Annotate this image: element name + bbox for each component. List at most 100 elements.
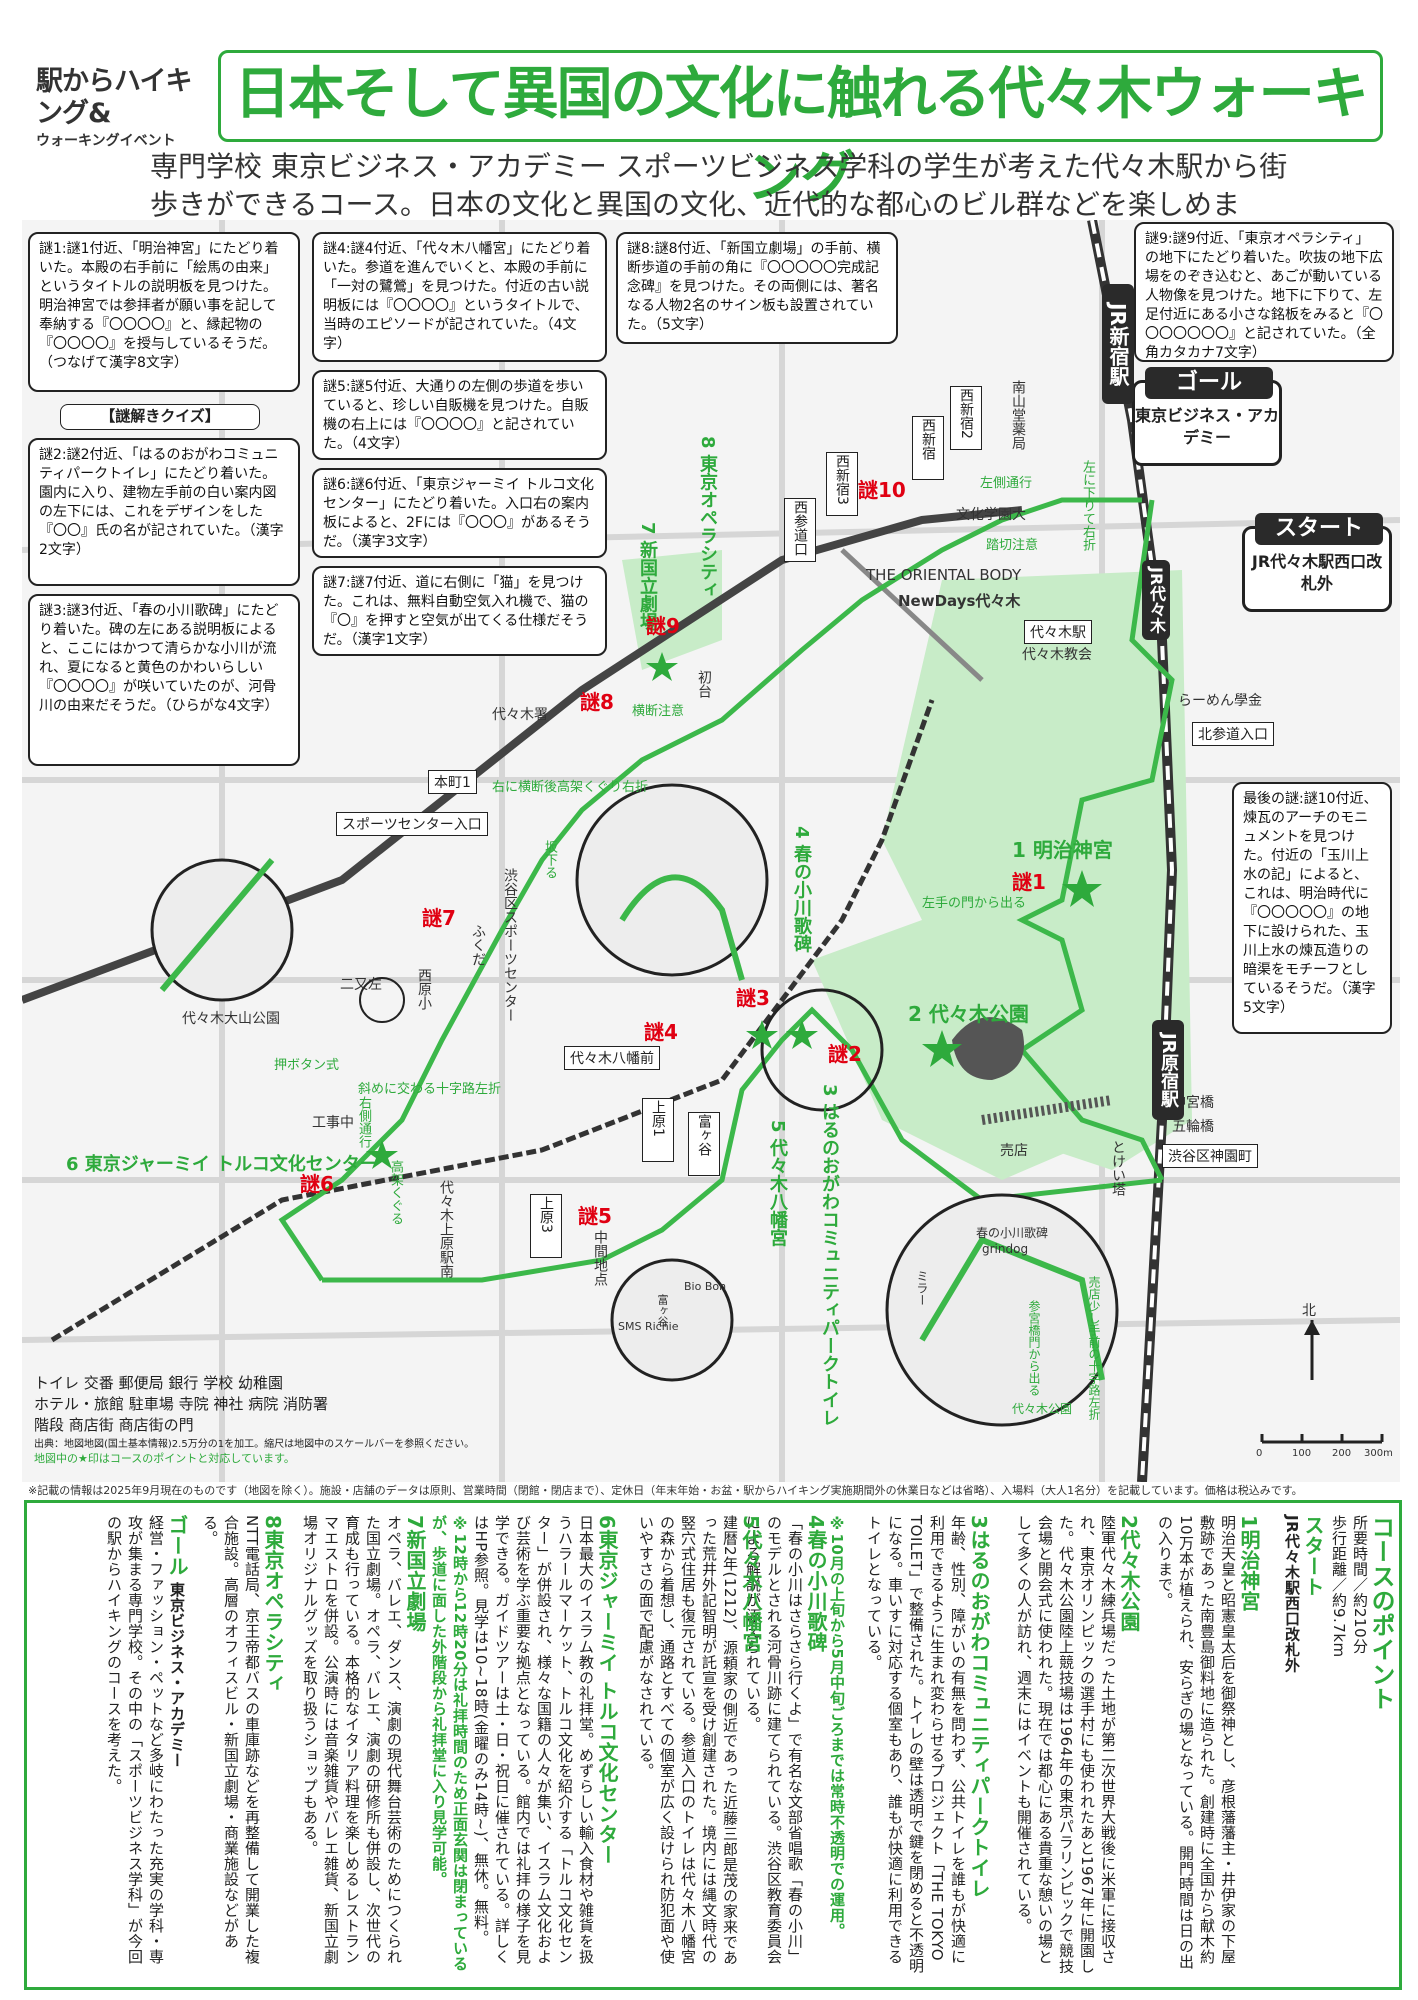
spot-tokyo-camii: 6 東京ジャーミイ トルコ文化センター — [66, 1154, 378, 1175]
odakyu-line — [50, 699, 935, 1343]
place-label: 二又左 — [340, 977, 382, 993]
spot-shin-kokuritsu: 7 新国立劇場 — [637, 522, 658, 631]
hint-box-q7: 謎7:謎7付近、道に右側に「猫」を見つけた。これは、無料自動空気入れ機で、猫の『… — [312, 566, 607, 656]
point-7-num: 7 — [403, 1515, 427, 1530]
footnote: ※記載の情報は2025年9月現在のものです（地図を除く）。施設・店舗のデータは原… — [28, 1484, 1303, 1497]
legend-temple: 寺院 — [178, 1395, 209, 1413]
route-note: 横断注意 — [632, 704, 685, 719]
inset-label: SMS Richie — [618, 1320, 679, 1333]
point-6-name: 東京ジャーミイ トルコ文化センター — [595, 1529, 619, 1865]
goal-tag: ゴール — [1145, 367, 1273, 399]
nazo-5-label: 謎5 — [578, 1204, 612, 1228]
place-label: スポーツセンター入口 — [336, 812, 488, 836]
map-source: 出典：地図地図(国土基本情報)2.5万分の1を加工。縮尺は地図中のスケールバーを… — [34, 1439, 475, 1450]
legend-hospital: 病院 — [248, 1395, 279, 1413]
point-1-num: 1 — [1237, 1515, 1261, 1530]
route-note: 左手の門から出る — [922, 896, 1027, 911]
goal-name: 東京ビジネス・アカデミー — [1135, 406, 1280, 447]
point-5-num: 5 — [739, 1515, 763, 1530]
rail-label-yoyogi: JR代々木 — [1142, 560, 1170, 640]
meiji-jingu-forest — [882, 570, 1192, 1170]
nazo-1-label: 謎1 — [1012, 870, 1046, 894]
legend-school: 学校 — [203, 1374, 234, 1392]
inset-label: 富ヶ谷 — [656, 1294, 669, 1327]
scale-200: 200 — [1332, 1448, 1352, 1459]
goal-heading: ゴール — [165, 1515, 189, 1577]
start-marker: スタート JR代々木駅西口改札外 — [1242, 513, 1392, 612]
rail-label-harajuku: JR原宿駅 — [1152, 1020, 1184, 1120]
place-label: 中間地点 — [592, 1230, 608, 1286]
place-label: 西新宿2 — [950, 386, 982, 450]
nazo-3-label: 謎3 — [736, 986, 770, 1010]
route-note: 右側通行 — [356, 1096, 371, 1148]
walking-route — [278, 497, 1175, 1283]
page-title: 日本そして異国の文化に触れる代々木ウォーキング — [218, 50, 1383, 211]
place-label: 本町1 — [428, 770, 477, 794]
nazo-9-label: 謎9 — [646, 614, 680, 638]
nazo-8-label: 謎8 — [580, 690, 614, 714]
inset-label: Bio Bon — [684, 1280, 727, 1293]
hint-box-q6: 謎6:謎6付近、「東京ジャーミイ トルコ文化センター」にたどり着いた。入口右の案… — [312, 468, 607, 558]
point-1: 1明治神宮 明治天皇と昭憲皇太后を御祭神とし、彦根藩藩主・井伊家の下屋敷跡であっ… — [1147, 1515, 1261, 1975]
legend-kindergarten: 幼稚園 — [237, 1374, 283, 1392]
hint-box-q2: 謎2:謎2付近、「はるのおがわコミュニティパークトイレ」にたどり着いた。園内に入… — [28, 438, 300, 586]
place-label: 西新宿 — [912, 416, 944, 480]
place-label: 上原1 — [642, 1098, 674, 1162]
place-label: らーめん學金 — [1178, 693, 1262, 709]
points-start: スタート JR代々木駅西口改札外 — [1267, 1515, 1325, 1975]
route-note: 押ボタン式 — [274, 1058, 340, 1073]
route-note: 踏切注意 — [986, 538, 1039, 553]
inset-label: 春の小川歌碑 — [976, 1226, 1049, 1240]
place-label: 五輪橋 — [1172, 1119, 1214, 1135]
event-logo: 駅からハイキング& ウォーキングイベント — [36, 66, 216, 149]
legend-gate: 商店街の門 — [118, 1416, 194, 1434]
hints-header: 【謎解きクイズ】 — [60, 404, 260, 430]
course-points: コースのポイント 所要時間／約210分 歩行距離／約9.7km スタート JR代… — [24, 1500, 1402, 1990]
route-note: 左側通行 — [980, 476, 1033, 491]
inset-label: grindog — [982, 1242, 1029, 1256]
route-note: 斜めに交わる十字路左折 — [358, 1082, 502, 1097]
goal-text: 経営・ファッション・ペットなど多岐にわたった充実の学科・専攻が集まる専門学校。そ… — [105, 1515, 165, 1965]
place-label: 代々木大山公園 — [182, 1011, 280, 1027]
route-note: 左に下りて右折 — [1080, 460, 1095, 551]
start-text: JR代々木駅西口改札外 — [1283, 1515, 1301, 1673]
spot-ogawa-toilet: 3 はるのおがわコミュニティパークトイレ — [819, 1084, 840, 1427]
legend-parking: 駐車場 — [128, 1395, 174, 1413]
route-note: 高架くぐる — [388, 1160, 403, 1225]
points-distance: 歩行距離／約9.7km — [1330, 1515, 1348, 1658]
spot-meiji-jingu: 1 明治神宮 — [1012, 838, 1113, 862]
opera-city-area — [622, 550, 722, 670]
inset-label: 売店少し手前の十字路左折 — [1087, 1276, 1101, 1420]
inset-label: ミラー — [915, 1270, 929, 1306]
inset-label: 代々木公園 — [1012, 1402, 1073, 1416]
inset-label: 参宮橋門から出る — [1027, 1300, 1041, 1396]
legend-bank: 銀行 — [168, 1374, 199, 1392]
nazo-4-label: 謎4 — [644, 1020, 678, 1044]
place-label: 初台 — [696, 670, 712, 698]
place-label: NewDays代々木 — [898, 592, 1021, 610]
legend-fire: 消防署 — [282, 1395, 328, 1413]
north-label: 北 — [1302, 1303, 1316, 1319]
spot-haru-no-ogawa: 4 春の小川歌碑 — [791, 826, 812, 953]
point-4-text: 「春の小川はさらさら行くよ」で有名な文部省唱歌「春の小川」のモデルとされる河骨川… — [744, 1515, 804, 1965]
points-time: 所要時間／約210分 — [1351, 1515, 1369, 1654]
point-6: 6東京ジャーミイ トルコ文化センター 日本最大のイスラム教の礼拝堂。めずらしい輸… — [430, 1515, 619, 1975]
hint-box-q3: 謎3:謎3付近、「春の小川歌碑」にたどり着いた。碑の左にある説明板によると、ここ… — [28, 594, 300, 766]
point-1-name: 明治神宮 — [1237, 1529, 1261, 1612]
point-8: 8東京オペラシティ NTT電話局、京王帝都バスの車庫跡などを再整備して開業した複… — [193, 1515, 285, 1975]
place-label: 代々木上原駅南 — [438, 1180, 454, 1278]
route-note: 坂下る — [542, 840, 557, 879]
point-4: ※10月の上旬から5月中旬ごろまでは常時不透明での運用。 4春の小川歌碑 「春の… — [744, 1515, 847, 1975]
place-label: 代々木駅 — [1024, 620, 1092, 644]
place-label: 工事中 — [312, 1115, 354, 1131]
inset-ogawa — [885, 1193, 1119, 1427]
start-heading: スタート — [1301, 1515, 1325, 1597]
scale-300: 300m — [1364, 1448, 1393, 1459]
points-header: コースのポイント 所要時間／約210分 歩行距離／約9.7km — [1327, 1515, 1395, 1975]
point-8-text: NTT電話局、京王帝都バスの車庫跡などを再整備して開業した複合施設。高層のオフィ… — [201, 1515, 261, 1965]
point-3-text: 年齢、性別、障がいの有無を問わず、公共トイレを誰もが快適に利用できるように生まれ… — [865, 1515, 967, 1974]
point-8-num: 8 — [261, 1515, 285, 1530]
map-legend: トイレ 交番 郵便局 銀行 学校 幼稚園 ホテル・旅館 駐車場 寺院 神社 病院… — [34, 1372, 554, 1466]
place-label: 渋谷区スポーツセンター — [502, 868, 518, 1022]
place-label: 上原3 — [530, 1194, 562, 1258]
